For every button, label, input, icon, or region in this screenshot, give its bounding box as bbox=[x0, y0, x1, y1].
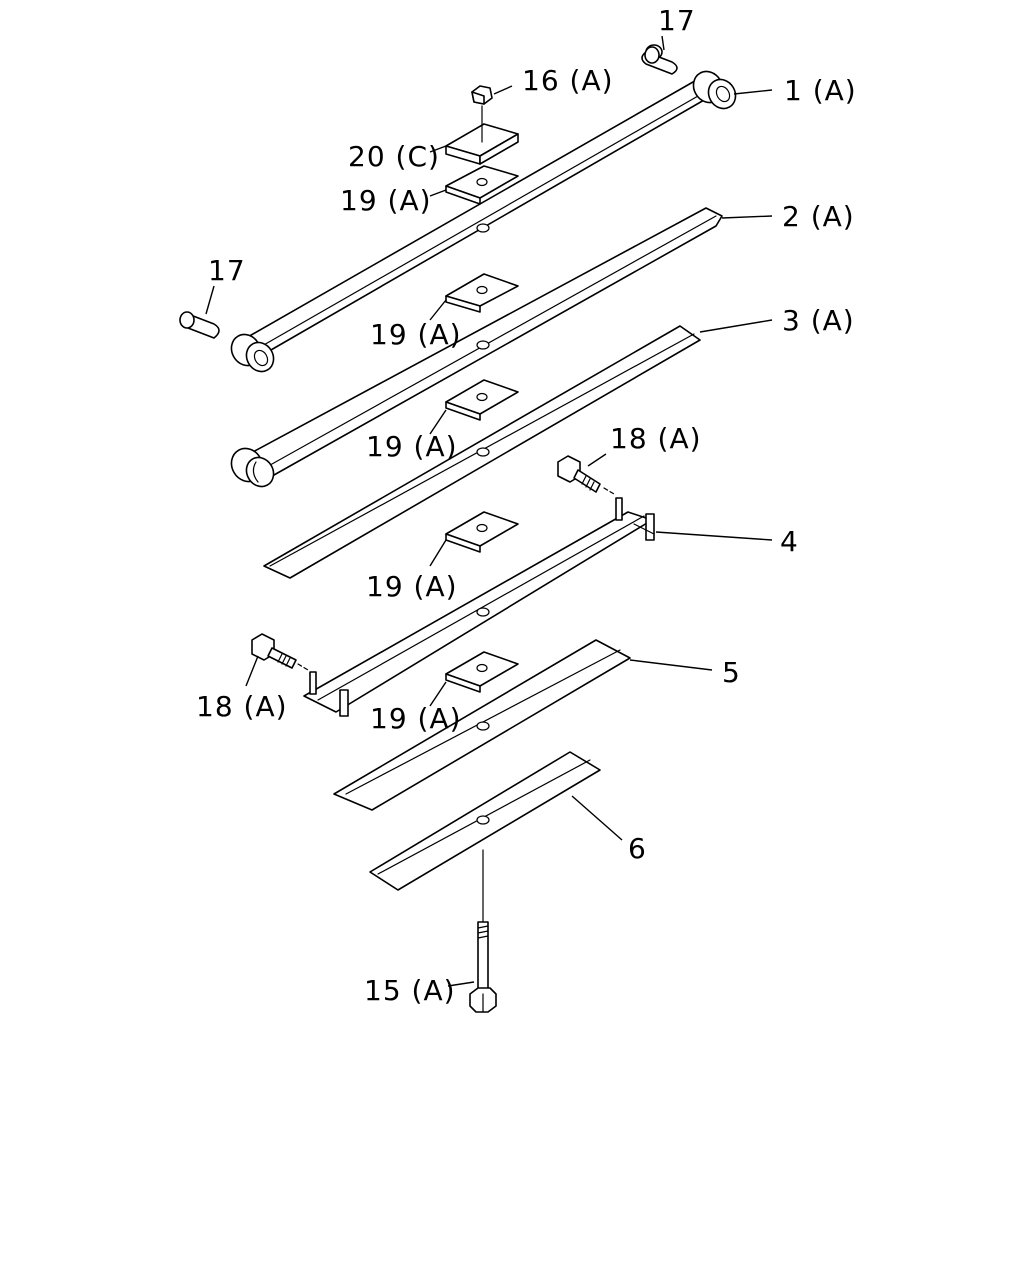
label-part-19-a: 19 (A) bbox=[340, 184, 432, 217]
main-leaf-1 bbox=[230, 70, 737, 373]
label-part-18-right: 18 (A) bbox=[610, 422, 702, 455]
label-part-17-left: 17 bbox=[208, 254, 246, 287]
spacer-plate-19-e bbox=[445, 651, 519, 693]
label-part-17-top: 17 bbox=[658, 4, 696, 37]
leader-lines bbox=[205, 35, 773, 987]
label-part-16: 16 (A) bbox=[522, 64, 614, 97]
spacer-plate-19-b bbox=[445, 273, 519, 313]
bushing-17-top bbox=[641, 44, 678, 75]
label-part-19-e: 19 (A) bbox=[370, 702, 462, 735]
label-part-3: 3 (A) bbox=[782, 304, 855, 337]
label-part-20: 20 (C) bbox=[348, 140, 440, 173]
leaf-2 bbox=[230, 207, 723, 488]
center-bolt-15 bbox=[469, 921, 497, 1013]
label-part-19-b: 19 (A) bbox=[370, 318, 462, 351]
label-part-2: 2 (A) bbox=[782, 200, 855, 233]
label-part-1: 1 (A) bbox=[784, 74, 857, 107]
leaf-6 bbox=[369, 751, 601, 891]
label-part-19-c: 19 (A) bbox=[366, 430, 458, 463]
label-part-4: 4 bbox=[780, 525, 799, 558]
leaf-5 bbox=[333, 639, 631, 811]
label-part-18-left: 18 (A) bbox=[196, 690, 288, 723]
label-part-5: 5 bbox=[722, 656, 741, 689]
spacer-plate-19-c bbox=[445, 379, 519, 421]
spacer-plate-19-a bbox=[445, 165, 519, 205]
label-part-15: 15 (A) bbox=[364, 974, 456, 1007]
label-part-19-d: 19 (A) bbox=[366, 570, 458, 603]
spacer-plate-19-d bbox=[445, 511, 519, 553]
leaf-4 bbox=[303, 497, 655, 717]
bushing-17-left bbox=[179, 311, 220, 339]
nut-16 bbox=[471, 85, 493, 105]
label-part-6: 6 bbox=[628, 832, 647, 865]
leaf-3 bbox=[263, 325, 701, 579]
bolt-18-left bbox=[251, 633, 309, 671]
bolt-18-right bbox=[557, 455, 615, 495]
